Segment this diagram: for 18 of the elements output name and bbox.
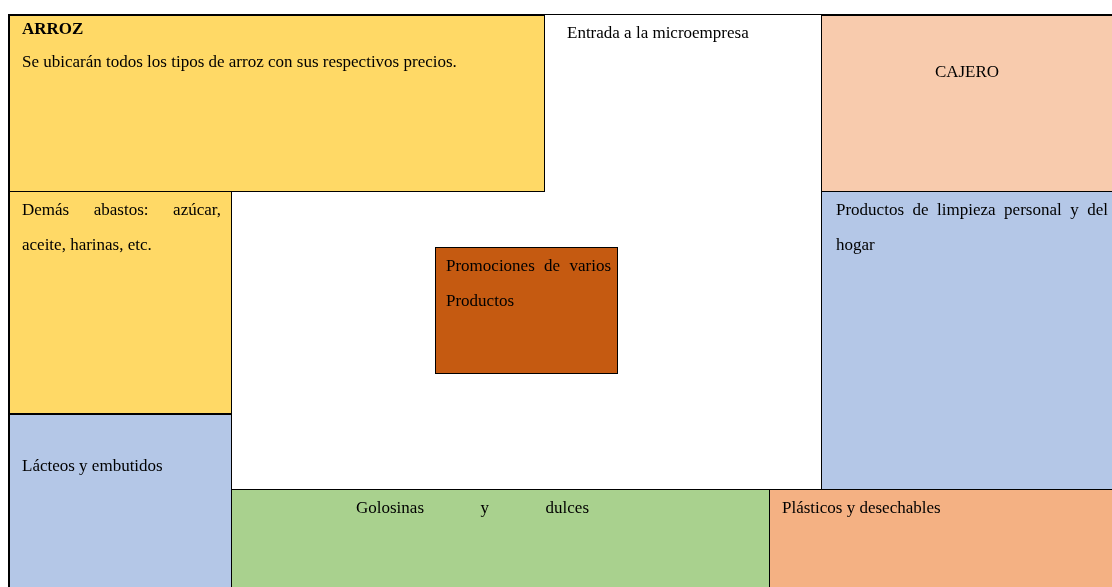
floor-zone [769, 489, 1112, 587]
zone-label: Productos de limpieza personal y del hogar [836, 199, 1108, 256]
floor-zone [821, 15, 1112, 192]
floor-zone [435, 247, 618, 374]
zone-description: Se ubicarán todos los tipos de arroz con sus respectivos precios. [22, 51, 458, 73]
floor-zone [9, 191, 232, 414]
zone-label: Demás abastos: azúcar, aceite, harinas, etc. [22, 199, 221, 256]
zone-label: Golosinas y dulces [356, 497, 589, 519]
floor-zone [821, 191, 1112, 490]
zone-label: Promociones de varios Productos [446, 255, 611, 312]
zone-label: Lácteos y embutidos [22, 455, 164, 477]
floor-zone [231, 489, 770, 587]
zone-heading: ARROZ [22, 18, 85, 40]
floor-zone [9, 414, 232, 587]
zone-label: Entrada a la microempresa [567, 22, 750, 44]
floor-zone [9, 15, 545, 192]
zone-label: Plásticos y desechables [782, 497, 942, 519]
zone-label: CAJERO [933, 61, 1001, 83]
